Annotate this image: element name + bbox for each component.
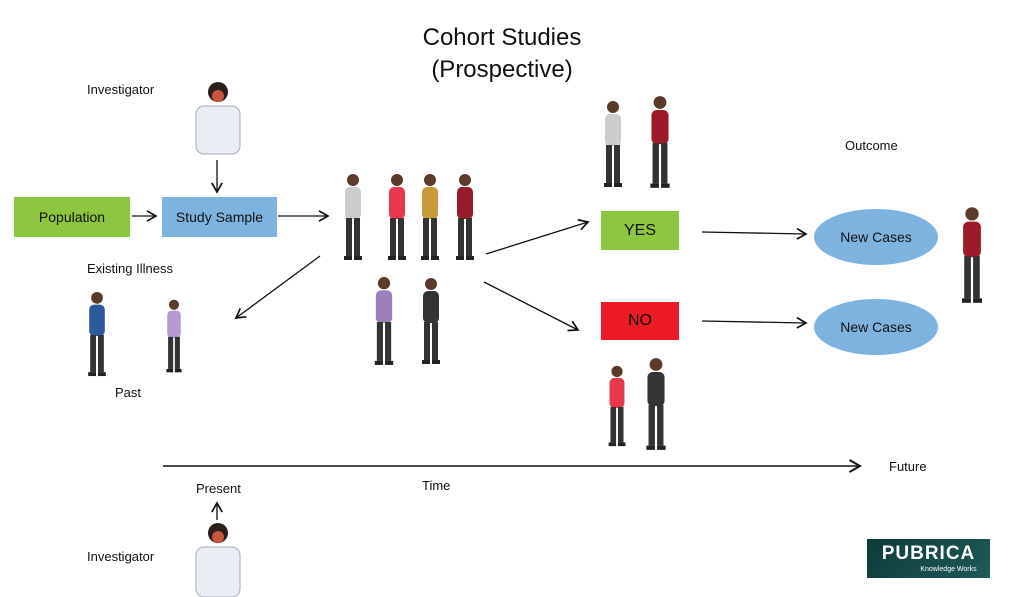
- title-line2: (Prospective): [431, 56, 573, 83]
- new-case-person: [962, 207, 982, 303]
- no-box: NO: [601, 302, 679, 340]
- arrow-to-existing-illness: [234, 255, 321, 320]
- pubrica-logo: PUBRICA Knowledge Works: [867, 539, 990, 578]
- logo-tagline: Knowledge Works: [920, 566, 977, 573]
- investigator-bottom-label: Investigator: [87, 549, 155, 564]
- investigator-bottom-illustration: [195, 523, 241, 597]
- time-label: Time: [422, 478, 451, 493]
- present-label: Present: [196, 481, 241, 496]
- no-group-people: [608, 358, 666, 450]
- future-label: Future: [889, 459, 927, 474]
- new-cases-yes: New Cases: [814, 209, 938, 265]
- yes-box: YES: [601, 211, 679, 250]
- arrow-to-no: [483, 281, 580, 332]
- outcome-label: Outcome: [845, 138, 898, 153]
- investigator-top-illustration: [195, 82, 241, 155]
- arrow-yes-newcases: [701, 227, 808, 240]
- existing-illness-label: Existing Illness: [87, 261, 173, 276]
- arrow-to-yes: [485, 218, 590, 255]
- title-line1: Cohort Studies: [422, 24, 582, 51]
- investigator-top-label: Investigator: [87, 82, 155, 97]
- study-sample-box: Study Sample: [162, 197, 277, 237]
- logo-name: PUBRICA: [881, 543, 976, 564]
- population-box: Population: [14, 197, 130, 237]
- cohort-people: [344, 174, 474, 365]
- past-label: Past: [115, 385, 142, 400]
- ill-people: [88, 291, 182, 377]
- yes-group-people: [604, 96, 670, 188]
- arrow-no-newcases: [701, 316, 808, 329]
- new-cases-no: New Cases: [814, 299, 938, 355]
